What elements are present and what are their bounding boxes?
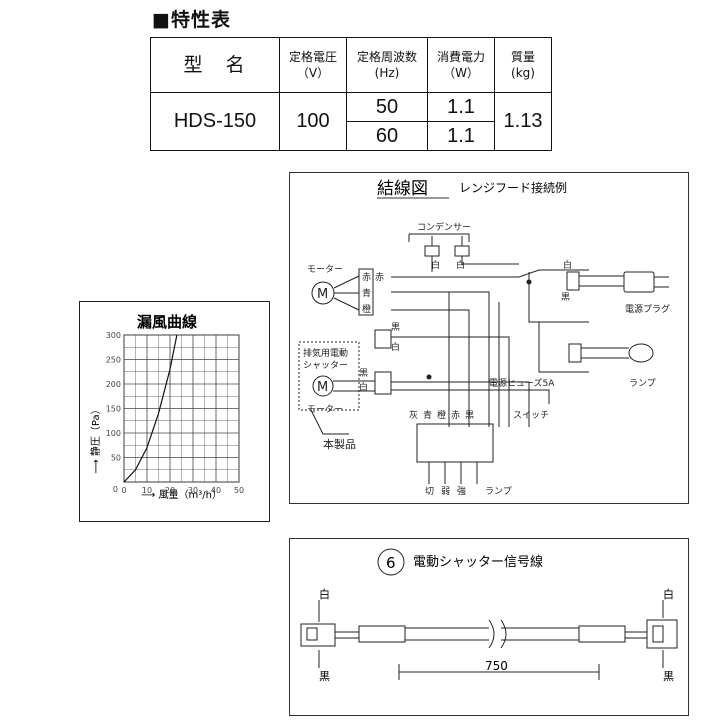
shutter-connector-2 bbox=[374, 371, 392, 395]
fuse-label: 電源ヒューズ5A bbox=[489, 377, 555, 389]
switch-option: 弱 bbox=[441, 486, 450, 497]
item-number: 6 bbox=[386, 554, 396, 572]
shutter-motor-label: モーター bbox=[307, 404, 343, 415]
plug-label: 電源プラグ bbox=[625, 303, 670, 315]
wire-label-white: 白 bbox=[456, 259, 465, 271]
x-tick-label: 30 bbox=[188, 486, 198, 495]
header-power: 消費電力（W） bbox=[427, 37, 495, 93]
length-value: 750 bbox=[485, 659, 508, 673]
terminal-color: 橙 bbox=[437, 409, 446, 421]
y-tick-label: 300 bbox=[106, 331, 121, 340]
wire-label-orange: 橙 bbox=[362, 303, 371, 315]
wire-label-white: 白 bbox=[391, 341, 400, 353]
wire-label-red: 赤 bbox=[375, 272, 384, 283]
wire-label-black: 黒 bbox=[391, 322, 400, 333]
header-mass: 質量(kg) bbox=[494, 37, 552, 93]
x-tick-label: 40 bbox=[211, 486, 221, 495]
item-number-circle bbox=[377, 548, 405, 576]
motor-connector bbox=[358, 268, 374, 316]
left-bottom-label: 黒 bbox=[319, 670, 330, 683]
wire-label-white: 白 bbox=[431, 259, 440, 271]
terminal-color: 青 bbox=[423, 409, 432, 421]
signal-diagram: 6 電動シャッター信号線 750 白 黒 白 黒 bbox=[289, 538, 689, 716]
wire-label-red: 赤 bbox=[362, 272, 371, 283]
terminal-color: 赤 bbox=[451, 410, 460, 421]
right-pin bbox=[652, 625, 664, 643]
power-cell: 1.1 bbox=[427, 92, 495, 122]
switch-option: ランプ bbox=[485, 486, 512, 497]
x-tick-label: 20 bbox=[165, 486, 175, 495]
lamp-connector bbox=[568, 343, 582, 363]
plug-connector bbox=[566, 271, 580, 291]
shutter-connector-1 bbox=[374, 329, 392, 349]
switch-label: スイッチ bbox=[513, 410, 549, 421]
wiring-title: 結線図 bbox=[377, 179, 428, 199]
right-bottom-label: 黒 bbox=[663, 670, 674, 683]
y-tick-label: 200 bbox=[106, 380, 121, 389]
leakage-chart: 漏風曲線 0 10 20 30 40 50 50 100 150 200 250 300 0 ⟶ 風量（… bbox=[79, 301, 270, 522]
left-plug bbox=[358, 625, 406, 643]
switch-block bbox=[416, 423, 494, 463]
frequency-cell: 50 bbox=[346, 92, 428, 122]
left-connector bbox=[300, 623, 336, 647]
y-tick-label: 150 bbox=[106, 405, 121, 414]
spec-table: 型 名 定格電圧（V） 定格周波数(Hz) 消費電力（W） 質量(kg) HDS… bbox=[150, 37, 552, 151]
x-tick-label: 50 bbox=[234, 486, 244, 495]
product-label: 本製品 bbox=[323, 437, 356, 451]
wiring-diagram: 結線図 レンジフード接続例 コンデンサー 白 白 モーター M 赤 青 橙 赤 … bbox=[289, 172, 689, 504]
shutter-label-2: シャッター bbox=[303, 360, 348, 371]
terminal-color: 灰 bbox=[409, 409, 418, 421]
leakage-curve bbox=[123, 334, 178, 483]
spec-title: ■特性表 bbox=[152, 9, 231, 31]
shutter-motor-symbol: M bbox=[317, 380, 328, 395]
origin-label: 0 bbox=[113, 485, 118, 494]
header-voltage: 定格電圧（V） bbox=[279, 37, 347, 93]
model-cell: HDS-150 bbox=[150, 92, 280, 151]
right-connector bbox=[646, 619, 678, 649]
y-tick-label: 250 bbox=[106, 356, 121, 365]
fan-motor-symbol: M bbox=[317, 287, 328, 302]
left-top-label: 白 bbox=[319, 587, 330, 601]
plot-area: 0 10 20 30 40 50 50 100 150 200 250 300 0 bbox=[106, 331, 244, 495]
chart-title: 漏風曲線 bbox=[137, 313, 197, 331]
wire-label-blue: 青 bbox=[362, 287, 371, 299]
switch-option: 切 bbox=[425, 486, 434, 497]
product-box bbox=[298, 341, 360, 411]
frequency-cell: 60 bbox=[346, 121, 428, 151]
lamp-label: ランプ bbox=[629, 378, 656, 389]
mass-cell: 1.13 bbox=[494, 92, 552, 151]
x-tick-label: 0 bbox=[121, 486, 126, 495]
y-axis-label: ⟶ 静圧（Pa） bbox=[89, 404, 102, 473]
switch-option: 強 bbox=[457, 485, 466, 497]
condenser-bracket bbox=[408, 233, 470, 242]
shutter-label: 排気用電動 bbox=[303, 347, 348, 359]
header-frequency: 定格周波数(Hz) bbox=[346, 37, 428, 93]
condenser-terminal-right bbox=[454, 245, 470, 257]
y-tick-label: 100 bbox=[106, 429, 121, 438]
left-pin bbox=[306, 627, 318, 641]
motor-label: モーター bbox=[307, 264, 343, 275]
x-tick-label: 10 bbox=[142, 486, 152, 495]
voltage-cell: 100 bbox=[279, 92, 347, 151]
header-model: 型 名 bbox=[150, 37, 280, 93]
condenser-label: コンデンサー bbox=[417, 221, 471, 233]
wiring-subtitle: レンジフード接続例 bbox=[459, 180, 567, 195]
terminal-color: 黒 bbox=[465, 410, 474, 421]
signal-title: 電動シャッター信号線 bbox=[413, 554, 543, 570]
wire-label-black: 黒 bbox=[359, 368, 368, 379]
lamp-bulb bbox=[628, 343, 654, 363]
condenser-terminal-left bbox=[424, 245, 440, 257]
power-plug bbox=[623, 271, 655, 293]
right-top-label: 白 bbox=[663, 587, 674, 601]
y-tick-label: 50 bbox=[111, 454, 121, 463]
wire-label-white: 白 bbox=[359, 381, 368, 393]
right-plug bbox=[578, 625, 626, 643]
power-cell: 1.1 bbox=[427, 121, 495, 151]
shutter-motor bbox=[312, 375, 334, 397]
x-axis-label: ⟶ 風量（m³/h） bbox=[141, 489, 222, 501]
length-dimension bbox=[398, 664, 600, 680]
wire-label-black: 黒 bbox=[561, 292, 570, 303]
wire-label-white: 白 bbox=[563, 259, 572, 271]
